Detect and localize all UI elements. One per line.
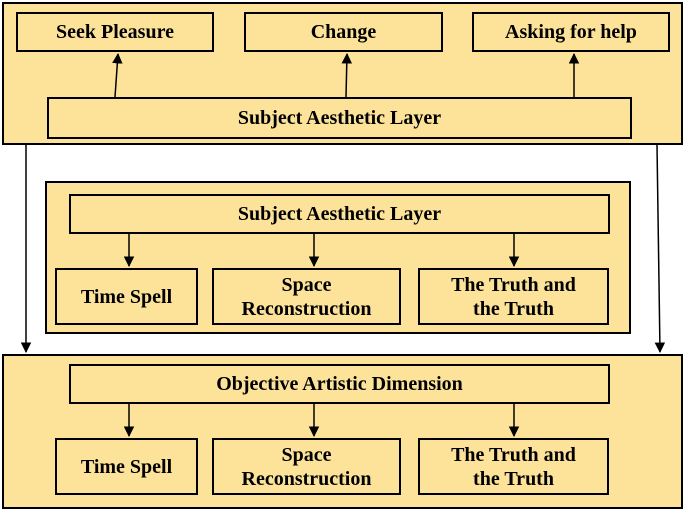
bottom-time-spell-box: Time Spell bbox=[55, 438, 198, 495]
right-side-arrow bbox=[654, 144, 666, 354]
objective-artistic-dimension-box: Objective Artistic Dimension bbox=[69, 364, 610, 404]
middle-space-reconstruction-box: Space Reconstruction bbox=[212, 268, 401, 325]
middle-subject-aesthetic-layer-box: Subject Aesthetic Layer bbox=[69, 194, 610, 234]
change-box: Change bbox=[244, 12, 443, 52]
top-subject-aesthetic-layer-box: Subject Aesthetic Layer bbox=[47, 97, 632, 139]
seek-pleasure-box: Seek Pleasure bbox=[16, 12, 214, 52]
bottom-truth-box: The Truth and the Truth bbox=[418, 438, 609, 495]
asking-for-help-box: Asking for help bbox=[472, 12, 670, 52]
middle-time-spell-box: Time Spell bbox=[55, 268, 198, 325]
middle-truth-box: The Truth and the Truth bbox=[418, 268, 609, 325]
bottom-space-reconstruction-box: Space Reconstruction bbox=[212, 438, 401, 495]
